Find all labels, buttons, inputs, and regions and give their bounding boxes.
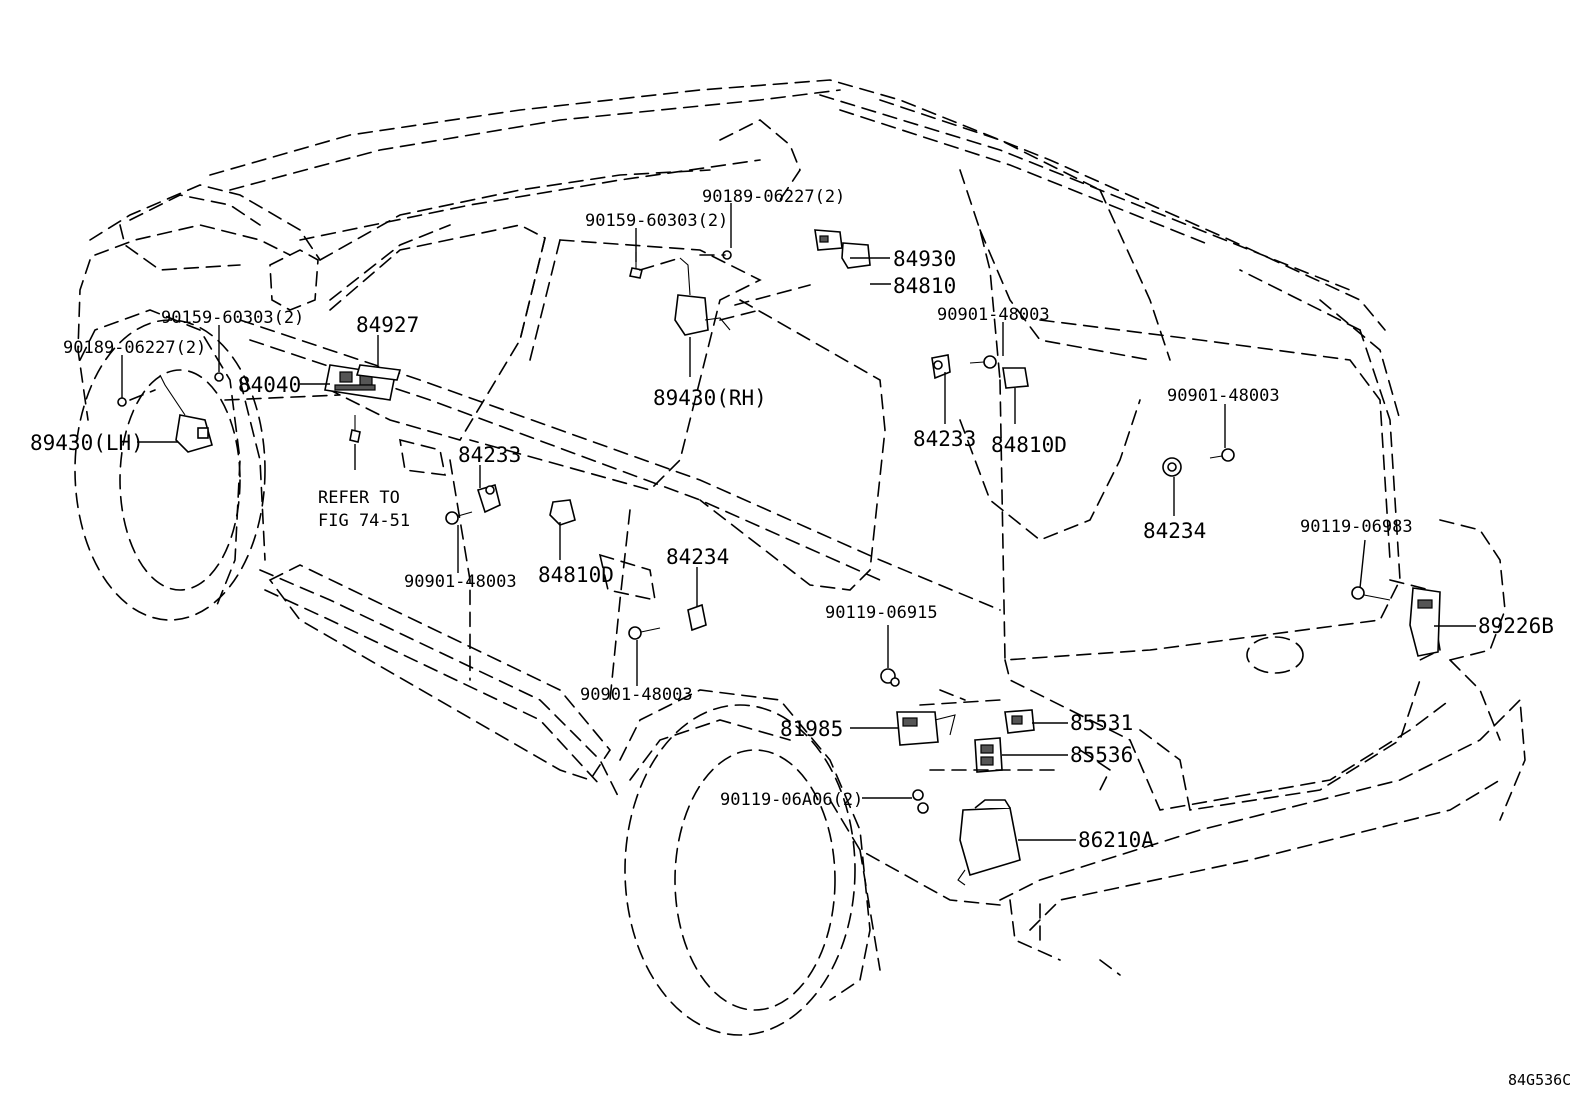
label-81985: 81985	[780, 717, 843, 741]
ecu-86210a	[957, 799, 1021, 886]
vehicle-body	[74, 79, 1526, 1036]
bolt-90119-06915	[880, 668, 900, 687]
label-84810d-left: 84810D	[538, 563, 614, 587]
screw-84040	[349, 415, 361, 443]
label-84930: 84930	[893, 247, 956, 271]
bolt-90901-right-top	[969, 355, 997, 369]
bolt-90119-06a06	[912, 789, 929, 814]
label-84810: 84810	[893, 274, 956, 298]
label-90119-06983: 90119-06983	[1300, 517, 1413, 537]
bolt-90901-right-2	[1209, 448, 1235, 462]
nut-90189-left	[117, 397, 127, 407]
relay-85531	[1004, 709, 1035, 734]
label-85531: 85531	[1070, 711, 1133, 735]
leader-lines	[121, 203, 1476, 841]
label-84233-a: 84233	[458, 443, 521, 467]
switch-84810d-left	[549, 499, 576, 526]
yaw-rate-sensor-rh	[674, 257, 731, 336]
switch-84810	[841, 242, 871, 269]
refer-note-line2: FIG 74-51	[318, 511, 410, 531]
switch-84927	[355, 364, 402, 381]
yaw-rate-sensor-lh	[159, 374, 213, 453]
switch-84930	[814, 229, 843, 251]
label-90901-r1: 90901-48003	[937, 305, 1050, 325]
refer-note-line1: REFER TO	[318, 488, 400, 508]
label-90159-top: 90159-60303(2)	[585, 211, 728, 231]
label-85536: 85536	[1070, 743, 1133, 767]
label-90901-l1: 90901-48003	[404, 572, 517, 592]
bolt-90119-06983	[1351, 586, 1391, 601]
courtesy-switch-84234-lower	[687, 603, 707, 632]
label-86210a: 86210A	[1078, 828, 1154, 852]
relay-85536	[974, 737, 1003, 773]
relay-81985	[896, 711, 956, 746]
label-84234-right: 84234	[1143, 519, 1206, 543]
diagram-id: 84G536C	[1508, 1071, 1571, 1089]
label-90159-left: 90159-60303(2)	[161, 308, 304, 328]
bolt-90901-left	[445, 511, 473, 525]
label-89430-rh: 89430(RH)	[653, 386, 767, 410]
sensor-89226b	[1409, 587, 1441, 657]
label-90189-top: 90189-06227(2)	[702, 187, 845, 207]
label-84810d-right: 84810D	[991, 433, 1067, 457]
label-84234-lower: 84234	[666, 545, 729, 569]
switch-84810d-right	[1002, 367, 1029, 389]
label-90901-l2: 90901-48003	[580, 685, 693, 705]
screw-90159-left	[214, 372, 224, 382]
label-84927: 84927	[356, 313, 419, 337]
label-90119-06915: 90119-06915	[825, 603, 938, 623]
label-84040: 84040	[238, 373, 301, 397]
label-89226b: 89226B	[1478, 614, 1554, 638]
part-labels: 90189-06227(2) 90159-60303(2) 84930 8481…	[30, 187, 1571, 1089]
bolt-90901-lower	[628, 626, 661, 640]
components	[117, 229, 1441, 886]
label-84233-b: 84233	[913, 427, 976, 451]
label-89430-lh: 89430(LH)	[30, 431, 144, 455]
label-90189-left: 90189-06227(2)	[63, 338, 206, 358]
courtesy-switch-84233-left	[476, 483, 501, 514]
courtesy-switch-84234-right	[1162, 457, 1182, 477]
label-90901-r2: 90901-48003	[1167, 386, 1280, 406]
label-90119-06a06: 90119-06A06(2)	[720, 790, 863, 810]
courtesy-switch-84233-right	[931, 354, 951, 380]
